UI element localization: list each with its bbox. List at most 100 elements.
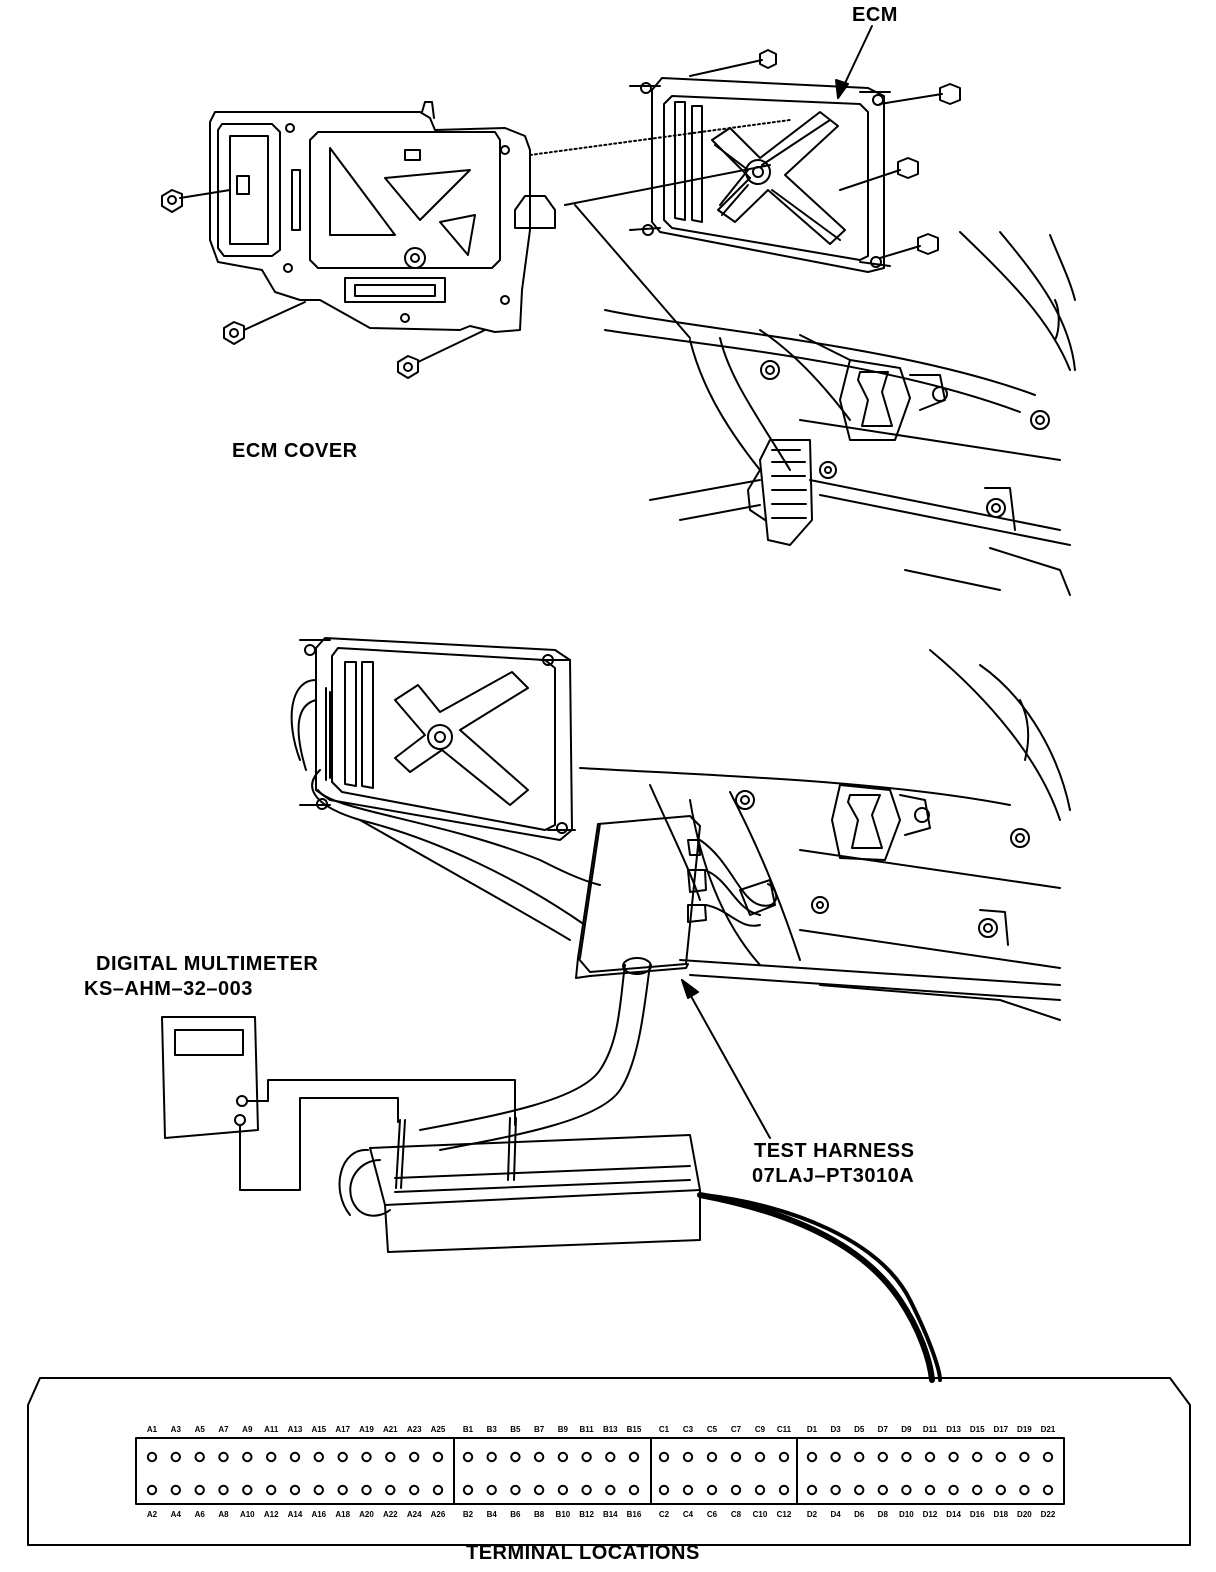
terminal-pin-D2 (806, 1484, 818, 1496)
terminal-label-B11: B11 (579, 1425, 594, 1434)
terminal-pin-B12 (581, 1484, 592, 1496)
terminal-label-A21: A21 (383, 1425, 398, 1434)
terminal-pin-D7 (877, 1451, 888, 1463)
terminal-pin-B11 (581, 1451, 592, 1463)
cover-bolts (161, 189, 486, 379)
ecm-label: ECM (852, 4, 898, 26)
terminal-label-A10: A10 (240, 1510, 255, 1519)
terminal-label-A15: A15 (311, 1425, 326, 1434)
terminal-pin-D17 (995, 1451, 1006, 1463)
terminal-label-A3: A3 (171, 1425, 182, 1434)
terminal-pin-B4 (486, 1484, 497, 1496)
terminal-label-D12: D12 (923, 1510, 938, 1519)
terminal-pin-D15 (972, 1451, 983, 1463)
vehicle-body-upper (604, 231, 1076, 596)
terminal-pin-A21 (385, 1451, 396, 1463)
terminal-pin-C9 (754, 1451, 766, 1463)
terminal-label-C5: C5 (707, 1425, 718, 1434)
terminal-pin-A15 (313, 1451, 324, 1463)
terminal-label-B1: B1 (463, 1425, 474, 1434)
terminal-pin-A8 (218, 1484, 229, 1496)
terminal-label-C11: C11 (777, 1425, 792, 1434)
terminal-pin-A23 (409, 1451, 420, 1463)
terminal-pin-A6 (194, 1484, 205, 1496)
terminal-pin-A7 (218, 1451, 229, 1463)
terminal-pin-A19 (361, 1451, 372, 1463)
terminal-pin-A20 (361, 1484, 372, 1496)
terminal-pin-A10 (242, 1484, 253, 1496)
test-harness-part-label: 07LAJ–PT3010A (752, 1165, 915, 1187)
terminal-label-A5: A5 (195, 1425, 206, 1434)
terminal-label-C7: C7 (731, 1425, 742, 1434)
terminal-label-D13: D13 (946, 1425, 961, 1434)
terminal-label-A22: A22 (383, 1510, 398, 1519)
terminal-pin-D22 (1042, 1484, 1054, 1496)
terminal-pin-B3 (486, 1451, 497, 1463)
terminal-label-A11: A11 (264, 1425, 279, 1434)
terminal-pin-D13 (948, 1451, 959, 1463)
terminal-label-D1: D1 (807, 1425, 818, 1434)
terminal-pin-C4 (682, 1484, 694, 1496)
terminal-pin-B7 (533, 1451, 545, 1463)
terminal-pin-C6 (706, 1484, 718, 1496)
terminal-label-B8: B8 (534, 1510, 545, 1519)
terminal-pin-C1 (658, 1451, 670, 1463)
terminal-label-A4: A4 (171, 1510, 182, 1519)
terminal-pin-A24 (409, 1484, 420, 1496)
terminal-label-D2: D2 (807, 1510, 818, 1519)
terminal-pin-C2 (658, 1484, 670, 1496)
terminal-label-C2: C2 (659, 1510, 670, 1519)
terminal-label-A19: A19 (359, 1425, 374, 1434)
terminal-label-B3: B3 (487, 1425, 498, 1434)
terminal-label-C10: C10 (753, 1510, 768, 1519)
terminal-label-D21: D21 (1041, 1425, 1056, 1434)
terminal-label-A26: A26 (431, 1510, 446, 1519)
terminal-label-D6: D6 (854, 1510, 865, 1519)
terminal-pin-D4 (830, 1484, 841, 1496)
terminal-pin-C7 (730, 1451, 742, 1463)
terminal-pin-B6 (510, 1484, 521, 1496)
ecm-cover-label: ECM COVER (232, 440, 358, 462)
terminal-label-C6: C6 (707, 1510, 718, 1519)
terminal-pin-D1 (806, 1451, 818, 1463)
terminal-pin-A2 (146, 1484, 158, 1496)
terminal-pin-C5 (706, 1451, 718, 1463)
terminal-pin-D3 (830, 1451, 841, 1463)
terminal-pin-A3 (170, 1451, 182, 1463)
terminal-label-B5: B5 (510, 1425, 521, 1434)
terminal-label-B2: B2 (463, 1510, 474, 1519)
terminal-label-A13: A13 (288, 1425, 303, 1434)
terminal-pin-D10 (901, 1484, 912, 1496)
terminal-pin-A13 (289, 1451, 301, 1463)
terminal-label-B6: B6 (510, 1510, 521, 1519)
terminal-label-D16: D16 (970, 1510, 985, 1519)
test-harness-name-label: TEST HARNESS (754, 1140, 915, 1162)
terminal-pin-B5 (510, 1451, 521, 1463)
terminal-label-A16: A16 (311, 1510, 326, 1519)
terminal-pin-B15 (628, 1451, 640, 1463)
terminal-grid: A1A2A3A4A5A6A7A8A9A10A11A12A13A14A15A16A… (146, 1425, 1056, 1519)
terminal-pin-A18 (337, 1484, 348, 1496)
terminal-pin-D11 (924, 1451, 936, 1463)
ecm-illustration (529, 25, 961, 339)
terminal-label-A1: A1 (147, 1425, 158, 1434)
terminal-panel (27, 1377, 1191, 1546)
terminal-label-A14: A14 (288, 1510, 303, 1519)
terminal-label-C4: C4 (683, 1510, 694, 1519)
multimeter-part-label: KS–AHM–32–003 (84, 978, 253, 1000)
terminal-pin-A12 (266, 1484, 277, 1496)
terminal-label-D15: D15 (970, 1425, 985, 1434)
terminal-pin-A9 (242, 1451, 253, 1463)
test-harness-box (338, 1134, 942, 1383)
terminal-label-D17: D17 (993, 1425, 1008, 1434)
terminal-label-A18: A18 (335, 1510, 350, 1519)
terminal-pin-A14 (289, 1484, 301, 1496)
terminal-pin-D20 (1019, 1484, 1030, 1496)
terminal-label-B4: B4 (487, 1510, 498, 1519)
ecm-cover-illustration (209, 101, 556, 333)
terminal-label-A24: A24 (407, 1510, 422, 1519)
terminal-label-D19: D19 (1017, 1425, 1032, 1434)
terminal-label-A25: A25 (431, 1425, 446, 1434)
terminal-label-C8: C8 (731, 1510, 742, 1519)
